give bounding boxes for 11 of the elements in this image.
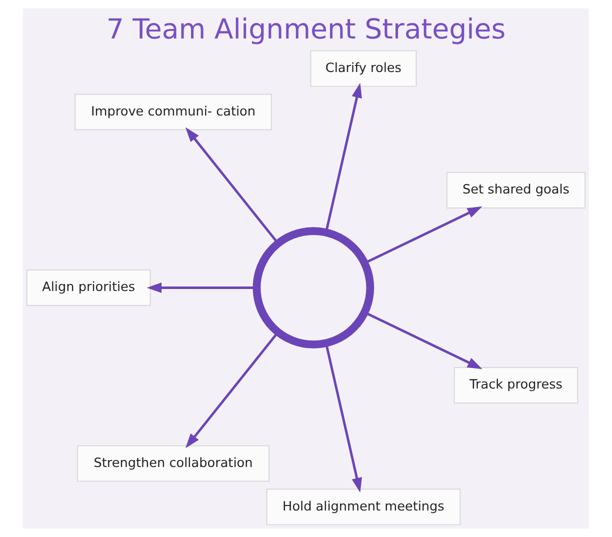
node-circle	[252, 227, 374, 348]
node-box: Set shared goals	[446, 172, 586, 208]
node-box: Track progress	[454, 367, 578, 404]
arrow	[185, 331, 280, 448]
node-box: Improve communi- cation	[74, 94, 272, 130]
arrow	[185, 127, 280, 244]
node-box: Clarify roles	[310, 50, 417, 87]
diagram-title: 7 Team Alignment Strategies	[106, 12, 506, 46]
node-box: Hold alignment meetings	[266, 488, 461, 526]
node-box: Align priorities	[26, 270, 151, 306]
node-box: Strengthen collaboration	[77, 445, 270, 482]
